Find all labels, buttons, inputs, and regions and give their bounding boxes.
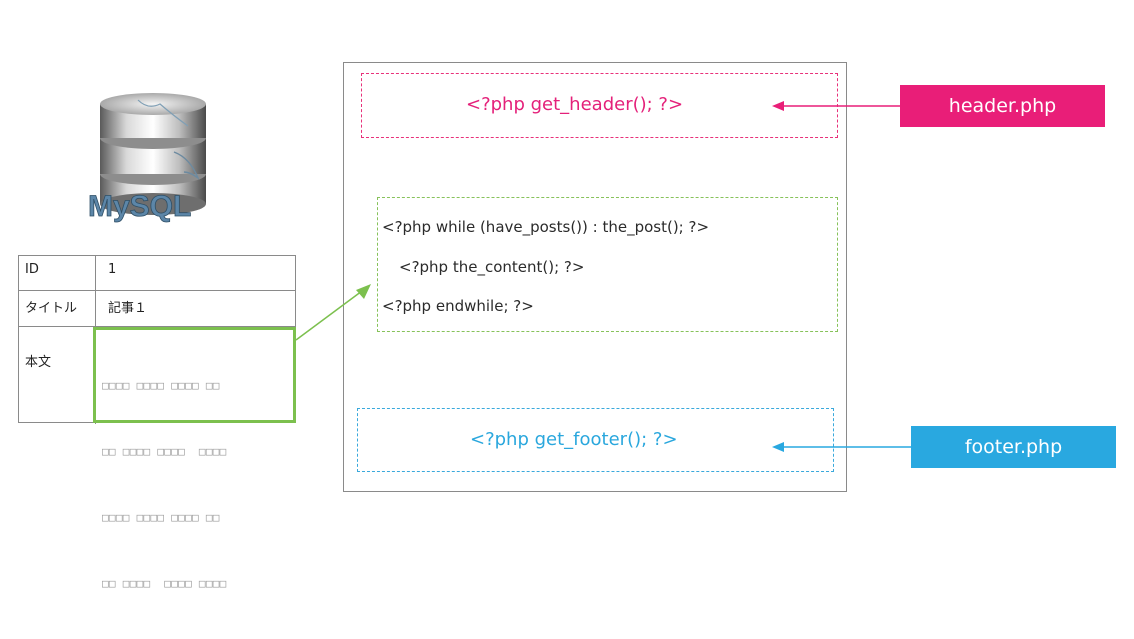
content-highlight-box — [93, 327, 296, 423]
table-row: ID 1 — [19, 256, 295, 291]
placeholder-line: □□ □□□□ □□□□ □□□□ — [102, 445, 227, 458]
placeholder-line: □□□□ □□□□ □□□□ □□ — [102, 511, 220, 524]
field-name: タイトル — [19, 291, 96, 326]
field-value: 1 — [108, 262, 117, 277]
footer-file-label: footer.php — [911, 426, 1116, 468]
the-content-code: <?php the_content(); ?> — [399, 258, 585, 276]
connector-arrows — [295, 101, 911, 452]
loop-start-code: <?php while (have_posts()) : the_post();… — [382, 218, 710, 236]
header-arrow — [772, 101, 900, 111]
table-row: タイトル 記事１ — [19, 291, 295, 327]
database-cylinder — [100, 93, 206, 215]
footer-code: <?php get_footer(); ?> — [470, 429, 678, 450]
placeholder-line: □□ □□□□ □□□□ □□□□ — [102, 577, 227, 590]
field-name: ID — [19, 256, 96, 290]
loop-end-code: <?php endwhile; ?> — [382, 297, 534, 315]
placeholder-line: □□□□ □□□□ □□□□ □□ — [102, 379, 220, 392]
footer-arrow — [772, 442, 911, 452]
footer-region — [357, 408, 834, 472]
header-file-label: header.php — [900, 85, 1105, 127]
field-value: 記事１ — [108, 301, 148, 316]
template-page — [343, 62, 847, 492]
loop-region — [377, 197, 838, 332]
header-code: <?php get_header(); ?> — [466, 94, 684, 115]
mysql-database-icon: MySQL — [88, 93, 206, 223]
content-arrow — [295, 284, 371, 341]
mysql-logo-text: MySQL — [88, 190, 191, 223]
